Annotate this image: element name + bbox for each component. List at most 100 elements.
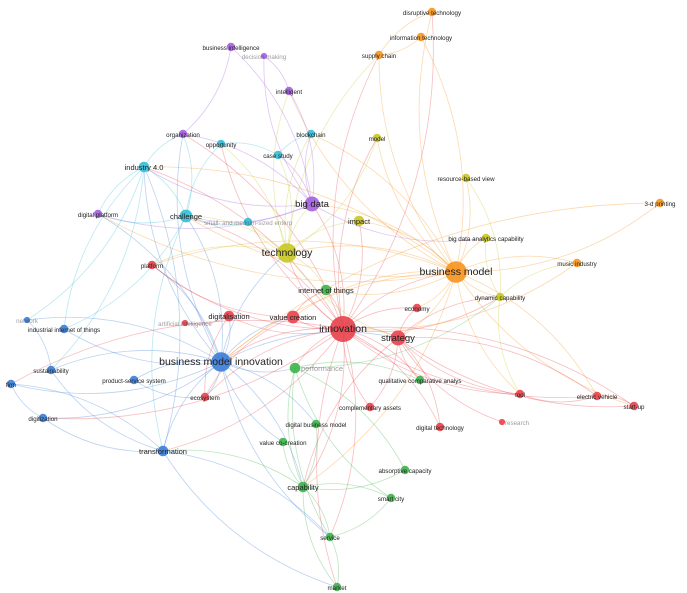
node-innovation[interactable] bbox=[330, 316, 356, 342]
edge-business_model-internet_of_things bbox=[325, 271, 457, 295]
label-economy: economy bbox=[404, 306, 430, 313]
node-sustainability[interactable] bbox=[46, 365, 56, 375]
label-capability: capability bbox=[287, 483, 319, 492]
node-big-data[interactable] bbox=[304, 196, 320, 212]
node-capability[interactable] bbox=[297, 481, 309, 493]
node-value-cocreation[interactable] bbox=[278, 437, 288, 447]
node-industrial-iot[interactable] bbox=[59, 324, 69, 334]
node-business-intelligence[interactable] bbox=[226, 42, 236, 52]
edge-business_model_innovation-capability bbox=[220, 361, 304, 488]
edge-challenge-industry_4_0 bbox=[143, 166, 187, 217]
node-business-model[interactable] bbox=[445, 261, 467, 283]
edge-business_model_innovation-industrial_iot bbox=[63, 328, 222, 365]
node-artificial-intelligence[interactable] bbox=[181, 319, 189, 327]
node-performance[interactable] bbox=[289, 362, 301, 374]
node-challenge[interactable] bbox=[179, 209, 193, 223]
node-information-technology[interactable] bbox=[416, 32, 426, 42]
node-economy[interactable] bbox=[412, 303, 422, 313]
edge-business_model-big_data bbox=[311, 203, 457, 273]
node-service[interactable] bbox=[325, 532, 335, 542]
node-opportunity[interactable] bbox=[216, 139, 226, 149]
node-product-service-system[interactable] bbox=[129, 375, 139, 385]
node-start-up[interactable] bbox=[629, 401, 639, 411]
edge-innovation-transformation bbox=[162, 328, 344, 452]
node-value-creation[interactable] bbox=[286, 310, 300, 324]
node-impact[interactable] bbox=[353, 215, 365, 227]
edge-innovation-model bbox=[338, 137, 378, 330]
edge-challenge-opportunity bbox=[185, 143, 222, 217]
edge-intelligent-decision_making bbox=[263, 55, 290, 92]
label-complementary-assets: complementary assets bbox=[339, 405, 401, 412]
edge-business_model_innovation-service bbox=[220, 361, 331, 538]
label-digital-technology: digital technology bbox=[416, 425, 465, 432]
node-disruptive-technology[interactable] bbox=[427, 7, 437, 17]
edge-business_model-electric_vehicle bbox=[455, 271, 598, 397]
edge-innovation-digital_technology bbox=[342, 328, 441, 428]
node-market[interactable] bbox=[332, 582, 342, 592]
node-platform[interactable] bbox=[147, 260, 157, 270]
node-digital-platform[interactable] bbox=[93, 209, 103, 219]
edge-innovation-supply_chain bbox=[332, 54, 380, 330]
edge-business_model-supply_chain bbox=[378, 54, 457, 273]
node-network[interactable] bbox=[23, 316, 31, 324]
node-organization[interactable] bbox=[178, 129, 188, 139]
edge-business_model_innovation-industry_4_0 bbox=[143, 166, 222, 363]
edge-big_data-organization bbox=[182, 133, 313, 205]
edge-challenge-transformation bbox=[151, 215, 187, 452]
label-absorptive-capacity: absorptive capacity bbox=[379, 468, 433, 475]
node-small-medium[interactable] bbox=[243, 217, 253, 227]
node-blockchain[interactable] bbox=[306, 129, 316, 139]
label-blockchain: blockchain bbox=[296, 132, 326, 139]
node-resource-based-view[interactable] bbox=[461, 173, 471, 183]
node-digitalisation[interactable] bbox=[223, 310, 235, 322]
edge-big_data-big_data_analytics bbox=[311, 203, 487, 242]
node-complementary-assets[interactable] bbox=[365, 402, 375, 412]
edge-business_model-challenge bbox=[185, 215, 457, 277]
node-research[interactable] bbox=[498, 418, 506, 426]
edge-technology-platform bbox=[151, 245, 288, 266]
label-digital-business-model: digital business model bbox=[286, 422, 347, 429]
edge-challenge-digital_platform bbox=[97, 213, 187, 224]
node-ecosystem[interactable] bbox=[200, 392, 210, 402]
node-supply-chain[interactable] bbox=[374, 50, 384, 60]
node-decision-making[interactable] bbox=[260, 52, 268, 60]
label-internet-of-things: internet of things bbox=[298, 286, 354, 295]
edge-capability-smart_city bbox=[302, 483, 392, 499]
node-absorptive-capacity[interactable] bbox=[400, 465, 410, 475]
node-strategy[interactable] bbox=[390, 330, 406, 346]
node-digital-technology[interactable] bbox=[435, 422, 445, 432]
edge-capability-performance bbox=[287, 367, 304, 488]
node-internet-of-things[interactable] bbox=[320, 284, 332, 296]
node-business-model-innovation[interactable] bbox=[211, 352, 231, 372]
node-industry-4-0[interactable] bbox=[138, 161, 150, 173]
edge-technology-challenge bbox=[185, 215, 288, 254]
label-firm: firm bbox=[6, 382, 16, 389]
node-smart-city[interactable] bbox=[386, 493, 396, 503]
edge-business_model-disruptive_technology bbox=[418, 11, 457, 273]
label-start-up: start-up bbox=[624, 404, 646, 411]
node-technology[interactable] bbox=[277, 243, 297, 263]
node-music-industry[interactable] bbox=[572, 258, 582, 268]
node-tool[interactable] bbox=[515, 389, 525, 399]
node-three-d-printing[interactable] bbox=[655, 198, 665, 208]
edge-business_model_innovation-strategy bbox=[220, 331, 399, 363]
node-digitization[interactable] bbox=[38, 413, 48, 423]
edge-music_industry-innovation bbox=[342, 262, 578, 331]
label-disruptive-technology: disruptive technology bbox=[403, 10, 462, 17]
node-qca[interactable] bbox=[415, 375, 425, 385]
edge-innovation-business_model bbox=[342, 271, 457, 330]
node-case-study[interactable] bbox=[273, 150, 283, 160]
node-model[interactable] bbox=[372, 133, 382, 143]
node-dynamic-capability[interactable] bbox=[495, 292, 505, 302]
node-digital-business-model[interactable] bbox=[311, 419, 321, 429]
node-transformation[interactable] bbox=[157, 445, 169, 457]
network-edges bbox=[10, 11, 661, 588]
node-firm[interactable] bbox=[6, 379, 16, 389]
edge-innovation-electric_vehicle bbox=[342, 328, 598, 399]
edge-transformation-sustainability bbox=[50, 369, 164, 452]
edge-value_creation-platform bbox=[151, 264, 294, 318]
node-big-data-analytics[interactable] bbox=[481, 233, 491, 243]
node-electric-vehicle[interactable] bbox=[592, 391, 602, 401]
edge-technology-blockchain bbox=[284, 133, 312, 254]
node-intelligent[interactable] bbox=[284, 86, 294, 96]
